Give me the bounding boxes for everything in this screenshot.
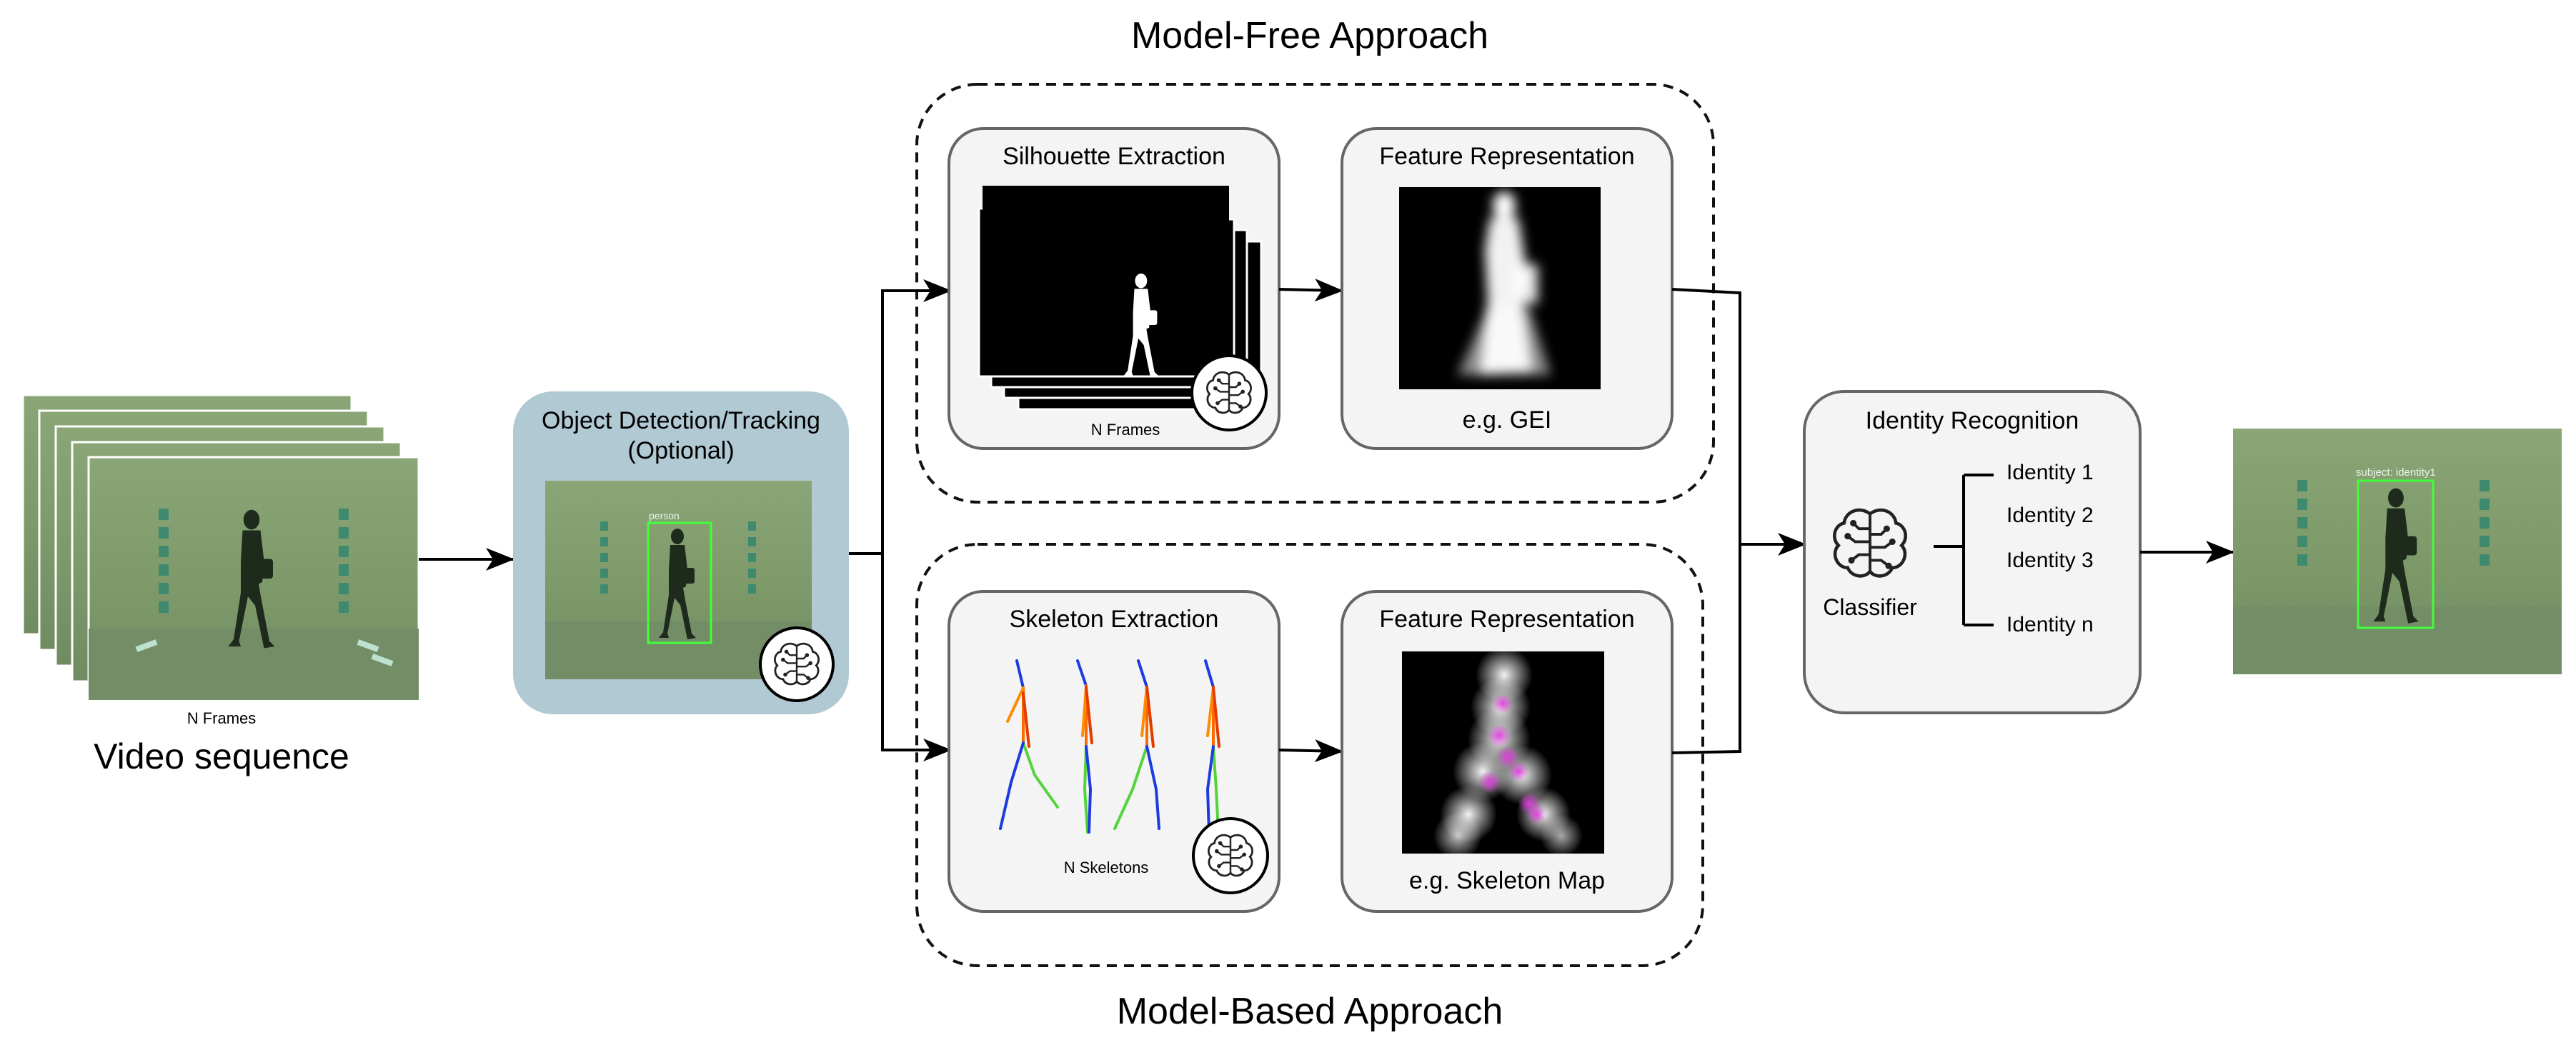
model-based-title: Model-Based Approach: [1116, 991, 1503, 1032]
input-frame-front: [87, 456, 420, 701]
detection-bbox: [647, 521, 712, 644]
arrow-detection-to-silhouette: [849, 279, 952, 555]
feature-based-caption: e.g. Skeleton Map: [1408, 867, 1606, 894]
input-title: Video sequence: [94, 736, 349, 776]
skeleton-title: Skeleton Extraction: [1009, 606, 1219, 633]
model-free-group: [915, 83, 1715, 504]
input-frames-caption: N Frames: [187, 709, 257, 727]
detection-ai-icon: [757, 625, 836, 704]
output-frame: [2233, 429, 2562, 674]
model-based-group: [915, 543, 1704, 967]
arrow-based-to-recognition: [1671, 544, 1741, 754]
silhouette-ai-icon: [1190, 354, 1268, 431]
skeleton-ai-icon: [1192, 817, 1269, 894]
identity-item-2: Identity 2: [2006, 504, 2094, 527]
detection-title-line1: Object Detection/Tracking: [542, 407, 820, 434]
input-frames-stack: [21, 394, 420, 701]
arrow-detection-to-skeleton: [881, 554, 952, 761]
gei-image: [1399, 187, 1601, 389]
silhouette-title: Silhouette Extraction: [1003, 143, 1225, 170]
detection-bbox-label: person: [649, 510, 680, 521]
model-free-title: Model-Free Approach: [1130, 15, 1489, 56]
output-bbox: [2357, 479, 2435, 629]
skeleton-map-image: [1402, 646, 1604, 860]
arrow-free-to-recognition: [1671, 288, 1806, 556]
recognition-title: Identity Recognition: [1865, 407, 2079, 434]
identity-tree: [1934, 474, 1994, 626]
identity-item-3: Identity 3: [2006, 549, 2094, 572]
classifier-label: Classifier: [1823, 594, 1917, 620]
silhouette-frames-stack: [978, 186, 1263, 411]
feature-based-title: Feature Representation: [1379, 606, 1635, 633]
silhouette-caption: N Frames: [1090, 421, 1160, 439]
skeleton-caption: N Skeletons: [1063, 859, 1149, 876]
identity-item-1: Identity 1: [2006, 461, 2094, 484]
detection-title-line2: (Optional): [627, 437, 735, 464]
feature-free-caption: e.g. GEI: [1462, 406, 1552, 434]
arrow-skeleton-to-feature: [1278, 739, 1343, 763]
identity-item-n: Identity n: [2006, 613, 2094, 636]
arrow-silhouette-to-feature: [1278, 279, 1343, 302]
output-bbox-label: subject: identity1: [2356, 466, 2436, 479]
feature-free-title: Feature Representation: [1379, 143, 1635, 170]
skeleton-figures: [999, 659, 1220, 834]
